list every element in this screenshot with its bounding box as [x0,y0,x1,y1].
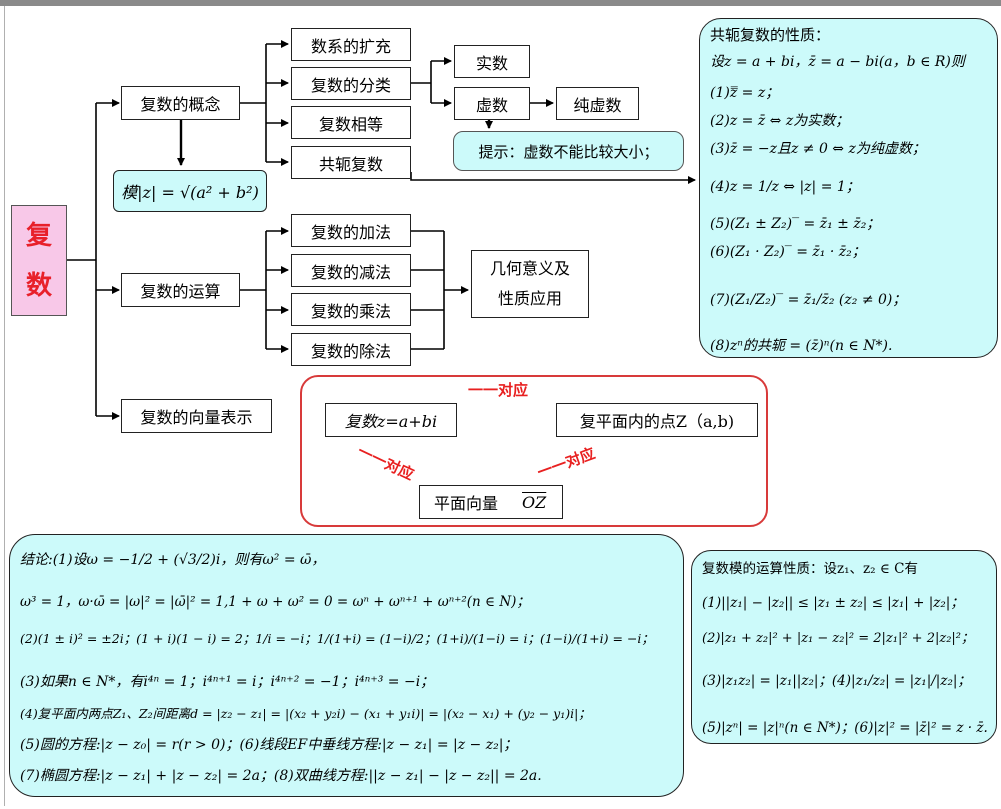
op-subtraction: 复数的减法 [291,254,411,287]
conjugate-properties-panel: 共轭复数的性质： 设z = a + bi，z̄ = a − bi(a，b ∈ R… [699,18,998,358]
root-char-2: 数 [25,270,52,301]
conclusion-line-0: 结论:(1)设ω = −1/2 + (√3/2)i，则有ω² = ω̄， [20,552,326,568]
class-imaginary: 虚数 [454,87,530,120]
geometric-meaning-box: 几何意义及 性质应用 [471,250,589,318]
modulus-title: 复数模的运算性质：设z₁、z₂ ∈ C有 [702,561,918,577]
root-node: 复 数 [11,205,67,316]
class-real: 实数 [454,45,530,78]
operations-node: 复数的运算 [121,273,240,307]
modulus-line-1: (2)|z₁ + z₂|² + |z₁ − z₂|² = 2|z₁|² + 2|… [702,631,974,646]
modulus-properties-panel: 复数模的运算性质：设z₁、z₂ ∈ C有 (1)||z₁| − |z₂|| ≤ … [691,550,997,744]
plane-vector-label: 平面向量 [434,494,499,513]
conjugate-line-3: (3)z̄ = −z且z ≠ 0 ⇔ z为纯虚数； [710,141,926,157]
conjugate-line-5: (5)(Z₁ ± Z₂)‾ = z̄₁ ± z̄₂； [710,216,881,232]
conjugate-line-1: (1)z̿ = z； [710,85,780,101]
modulus-line-0: (1)||z₁| − |z₂|| ≤ |z₁ ± z₂| ≤ |z₁| + |z… [702,595,964,611]
modulus-line-2: (3)|z₁z₂| = |z₁||z₂|；(4)|z₁/z₂| = |z₁|/|… [702,673,971,689]
geometric-meaning-line-2: 性质应用 [497,289,562,308]
conjugate-line-0: 设z = a + bi，z̄ = a − bi(a，b ∈ R)则 [710,54,965,70]
op-multiplication: 复数的乘法 [291,293,411,326]
concept-item-conjugate: 共轭复数 [291,146,411,179]
conjugate-line-2: (2)z = z̄ ⇔ z为实数； [710,113,850,129]
oz-vector-label: OZ [522,492,547,512]
conclusion-line-3: (3)如果n ∈ N*，有i⁴ⁿ = 1；i⁴ⁿ⁺¹ = i；i⁴ⁿ⁺² = −… [20,674,435,690]
correspondence-label-top: 一一对应 [468,381,529,399]
concept-item-extension: 数系的扩充 [291,28,411,61]
top-border [0,0,1001,6]
hint-box: 提示：虚数不能比较大小； [453,131,684,171]
conclusion-line-6: (7)椭圆方程:|z − z₁| + |z − z₂| = 2a；(8)双曲线方… [20,768,542,784]
concept-item-classification: 复数的分类 [291,67,411,100]
conjugate-line-7: (7)(Z₁/Z₂)‾ = z̄₁/z̄₂ (z₂ ≠ 0)； [710,292,907,308]
conjugate-line-6: (6)(Z₁ · Z₂)‾ = z̄₁ · z̄₂； [710,244,866,260]
modulus-line-3: (5)|zⁿ| = |z|ⁿ(n ∈ N*)；(6)|z|² = |z̄|² =… [702,720,988,736]
complex-point-box: 复平面内的点Z（a,b) [556,403,758,437]
op-addition: 复数的加法 [291,214,411,247]
conclusion-line-5: (5)圆的方程:|z − z₀| = r(r > 0)；(6)线段EF中垂线方程… [20,737,518,753]
conclusions-panel: 结论:(1)设ω = −1/2 + (√3/2)i，则有ω² = ω̄， ω³ … [9,534,684,797]
vector-node: 复数的向量表示 [121,399,272,433]
conclusion-line-2: (2)(1 ± i)² = ±2i；(1 + i)(1 − i) = 2；1/i… [20,631,654,646]
conclusion-line-4: (4)复平面内两点Z₁、Z₂间距离d = |z₂ − z₁| = |(x₂ + … [20,706,591,721]
conclusion-line-1: ω³ = 1，ω·ω̄ = |ω|² = |ω̄|² = 1,1 + ω + ω… [20,594,530,610]
concept-node: 复数的概念 [121,86,240,120]
left-border [4,6,5,806]
root-char-1: 复 [25,220,52,251]
class-pure-imaginary: 纯虚数 [556,87,639,120]
op-division: 复数的除法 [291,333,411,366]
concept-item-equality: 复数相等 [291,106,411,139]
complex-number-box: 复数z=a+bi [325,403,457,437]
conjugate-line-8: (8)zⁿ的共轭 = (z̄)ⁿ(n ∈ N*). [710,338,893,354]
conjugate-title: 共轭复数的性质： [710,26,831,44]
geometric-meaning-line-1: 几何意义及 [489,259,570,278]
conjugate-line-4: (4)z = 1/z ⇔ |z| = 1； [710,179,860,195]
modulus-box: 模|z| = √(a² + b²) [113,170,267,212]
plane-vector-box: 平面向量 OZ [419,485,563,519]
